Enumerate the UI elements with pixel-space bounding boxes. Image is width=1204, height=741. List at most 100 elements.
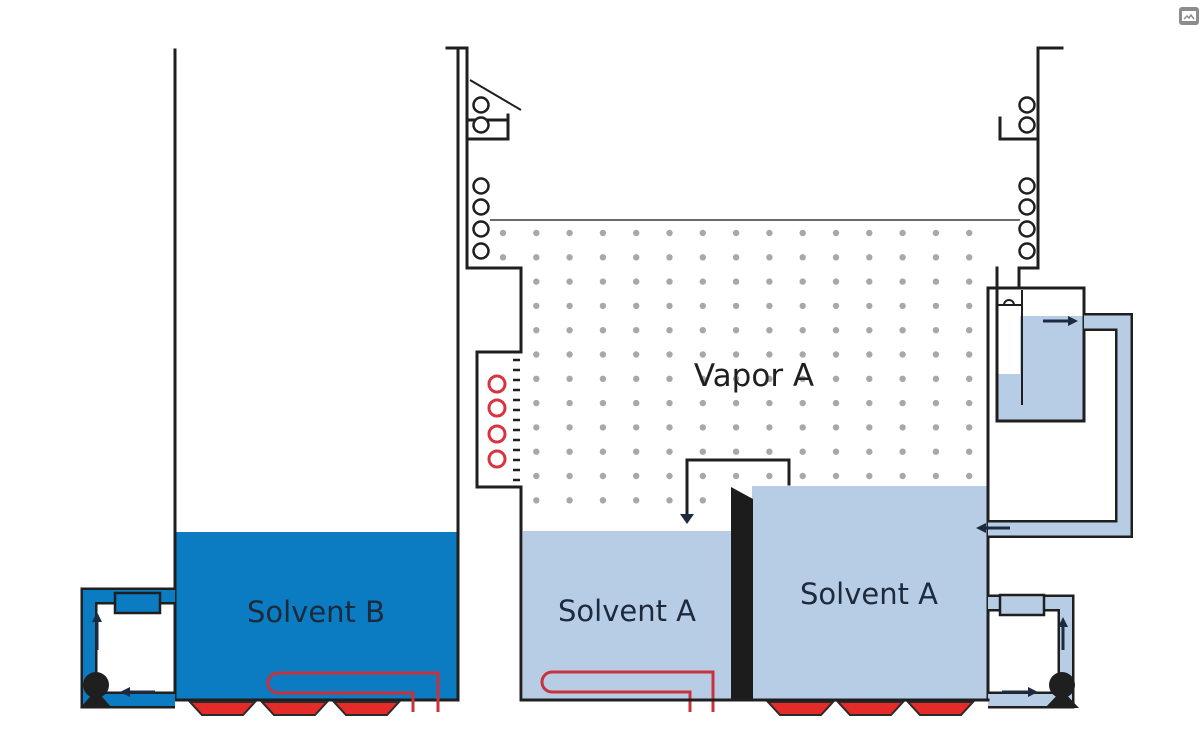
vapor-dot [666,472,673,480]
vapor-dot [599,448,607,455]
vapor-dot [633,448,640,455]
solvent-b-tank: Solvent B [80,48,460,716]
vapor-dot [766,448,773,455]
vapor-dot [633,375,640,382]
vapor-dot [899,302,906,310]
vapor-dot [966,472,973,480]
vapor-dot [932,327,940,334]
vapor-dot [732,351,740,358]
vapor-dot [966,448,973,455]
vapor-dot [966,399,973,407]
vapor-dot [866,327,873,334]
vapor-dot [566,229,573,237]
vapor-dot [766,327,773,334]
vapor-dot [932,302,940,310]
vapor-dot [932,448,940,455]
overflow-arrow [680,514,694,524]
vapor-dot [666,448,673,455]
image-icon[interactable] [1178,6,1200,26]
heaters-left [187,701,402,716]
vapor-dot [966,229,973,237]
heaters-right [765,701,976,716]
vapor-dot [699,254,706,261]
vapor-dot [832,472,840,480]
vapor-dot [899,327,906,334]
vapor-dot [499,254,507,261]
vapor-dot [832,424,840,431]
vapor-dot [866,229,873,237]
vapor-dot [666,254,673,261]
vapor-dot [832,375,840,382]
vapor-dot [566,278,573,285]
vapor-dot [533,472,540,480]
vapor-dot [899,472,906,480]
solvent-b-label: Solvent B [247,595,385,629]
vapor-dot [766,254,773,261]
vapor-dot [666,497,673,504]
solvent-a-right-liquid [752,486,988,700]
vapor-dots [499,229,973,504]
vapor-dot [566,448,573,455]
vapor-dot [932,424,940,431]
vapor-dot [799,327,806,334]
vapor-dot [866,254,873,261]
vapor-dot [666,302,673,310]
vapor-dot [699,327,706,334]
vapor-dot [566,399,573,407]
vapor-dot [732,424,740,431]
vapor-dot [966,327,973,334]
vapor-dot [533,229,540,237]
vapor-dot [866,375,873,382]
vapor-dot [633,497,640,504]
vapor-dot [599,472,607,480]
vapor-dot [832,327,840,334]
vapor-dot [599,497,607,504]
vapor-dot [633,278,640,285]
vapor-dot [599,399,607,407]
vapor-dot [699,351,706,358]
vapor-dot [566,375,573,382]
filter-left [113,591,162,615]
lip-right-bracket [998,116,1040,141]
vent-dashes [513,358,520,482]
vapor-dot [732,327,740,334]
vapor-dot [732,375,740,382]
vapor-dot [566,351,573,358]
vapor-degreaser: Vapor A Solvent A Solvent A [445,46,1133,716]
vapor-dot [633,302,640,310]
vapor-dot [832,448,840,455]
vapor-dot [699,448,706,455]
water-separator [976,266,1133,538]
heater-icon [259,701,330,716]
vapor-dot [799,448,806,455]
vapor-dot [966,351,973,358]
vapor-dot [799,375,806,382]
vapor-dot [932,229,940,237]
vapor-dot [966,424,973,431]
vapor-dot [732,278,740,285]
vapor-dot [666,351,673,358]
vapor-dot [932,351,940,358]
cooling-coil-left [472,96,490,260]
vapor-dot [666,327,673,334]
vapor-dot [566,302,573,310]
vapor-dot [866,302,873,310]
vapor-dot [533,448,540,455]
solvent-a-left-label: Solvent A [558,594,696,628]
vapor-dot [599,302,607,310]
lip-left-deflector [469,79,522,111]
vapor-dot [932,399,940,407]
vapor-dot [499,229,507,237]
vapor-dot [866,399,873,407]
vapor-dot [766,375,773,382]
vapor-dot [599,351,607,358]
vapor-dot [766,278,773,285]
vapor-dot [899,254,906,261]
heating-coil-right [540,670,715,712]
vapor-dot [666,229,673,237]
heater-icon [835,701,906,716]
vapor-dot [966,254,973,261]
vapor-dot [899,424,906,431]
vapor-dot [799,424,806,431]
